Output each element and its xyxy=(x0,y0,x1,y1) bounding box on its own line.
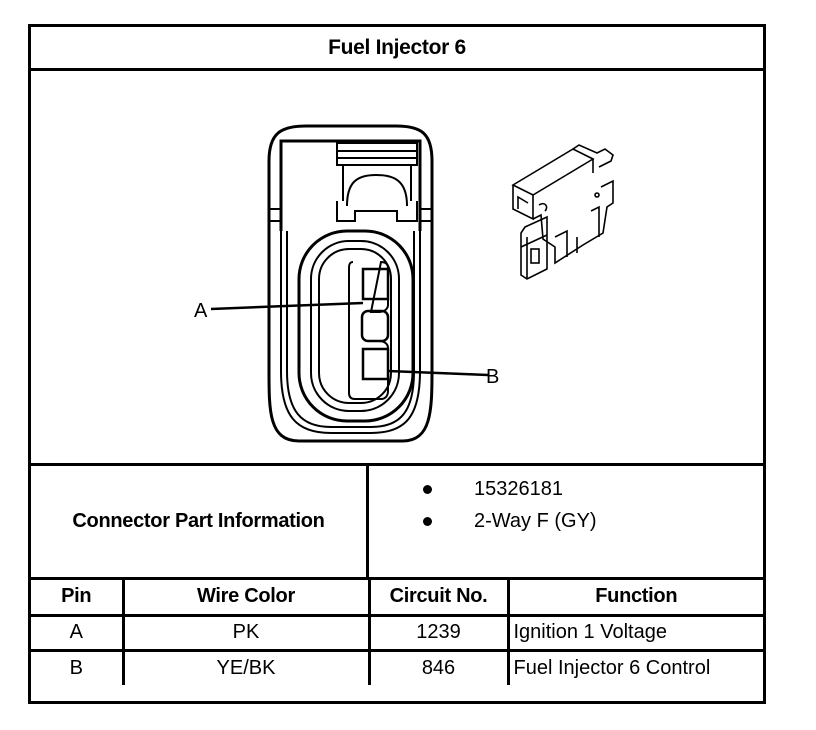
connector-type: 2-Way F (GY) xyxy=(474,510,597,532)
part-info-item: 15326181 xyxy=(423,478,563,501)
pin-cell: B xyxy=(31,648,125,685)
wire-color-cell: YE/BK xyxy=(121,648,371,685)
part-info-list: 15326181 2-Way F (GY) xyxy=(369,466,763,577)
function-cell: Fuel Injector 6 Control xyxy=(506,648,763,685)
header-wire-color: Wire Color xyxy=(121,580,371,617)
function-cell: Ignition 1 Voltage xyxy=(506,613,763,652)
circuit-cell: 1239 xyxy=(367,613,510,652)
pin-label-b: B xyxy=(486,366,500,388)
pin-cell: A xyxy=(31,613,125,652)
connector-isometric-icon xyxy=(511,144,614,280)
connector-face-view-icon xyxy=(210,124,614,443)
pin-label-a: A xyxy=(194,300,208,322)
header-function: Function xyxy=(506,580,763,617)
bullet-icon xyxy=(423,517,432,526)
connector-diagram: A B xyxy=(31,71,763,466)
part-number: 15326181 xyxy=(474,478,563,500)
header-pin: Pin xyxy=(31,580,125,617)
part-info-label: Connector Part Information xyxy=(31,466,369,577)
sheet-title: Fuel Injector 6 xyxy=(31,27,763,71)
header-circuit-no: Circuit No. xyxy=(367,580,510,617)
connector-end-view-sheet: Fuel Injector 6 xyxy=(28,24,766,704)
wire-color-cell: PK xyxy=(121,613,371,652)
connector-part-information: Connector Part Information 15326181 2-Wa… xyxy=(31,466,763,580)
circuit-cell: 846 xyxy=(367,648,510,685)
pin-table-header: Pin Wire Color Circuit No. Function xyxy=(31,580,763,617)
bullet-icon xyxy=(423,485,432,494)
pin-table: Pin Wire Color Circuit No. Function A PK… xyxy=(31,580,763,685)
table-row: A PK 1239 Ignition 1 Voltage xyxy=(31,613,763,652)
part-info-item: 2-Way F (GY) xyxy=(423,510,597,533)
table-row: B YE/BK 846 Fuel Injector 6 Control xyxy=(31,648,763,685)
